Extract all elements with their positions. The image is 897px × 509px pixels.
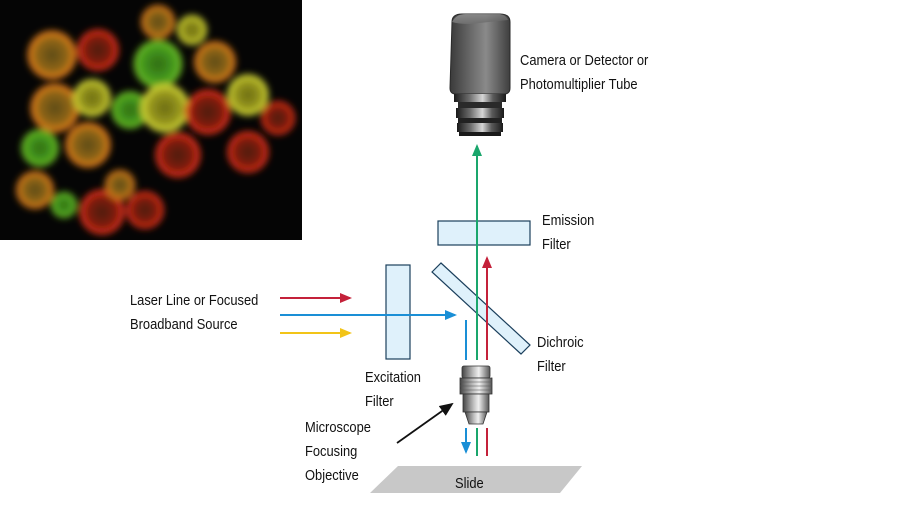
dichroic-label-line2: Filter bbox=[537, 358, 566, 375]
fluorescence-micrograph bbox=[0, 0, 302, 240]
excitation-label-line2: Filter bbox=[365, 393, 394, 410]
objective-icon bbox=[459, 365, 493, 425]
emission-filter bbox=[437, 220, 531, 246]
excitation-filter bbox=[385, 264, 411, 360]
objective-label-line1: Microscope bbox=[305, 419, 371, 436]
objective-label-line2: Focusing bbox=[305, 443, 358, 460]
slide bbox=[370, 466, 582, 493]
objective-label-line3: Objective bbox=[305, 467, 359, 484]
excitation-label-line1: Excitation bbox=[365, 369, 421, 386]
dichroic-filter bbox=[431, 262, 531, 355]
emission-label-line1: Emission bbox=[542, 212, 595, 229]
source-label-line1: Laser Line or Focused bbox=[130, 292, 259, 309]
slide-label: Slide bbox=[455, 475, 484, 492]
source-label-line2: Broadband Source bbox=[130, 316, 238, 333]
objective-pointer-arrow bbox=[396, 402, 454, 444]
camera-icon bbox=[449, 13, 511, 136]
camera-label-line2: Photomultiplier Tube bbox=[520, 76, 638, 93]
dichroic-label-line1: Dichroic bbox=[537, 334, 584, 351]
camera-label-line1: Camera or Detector or bbox=[520, 52, 649, 69]
emission-label-line2: Filter bbox=[542, 236, 571, 253]
